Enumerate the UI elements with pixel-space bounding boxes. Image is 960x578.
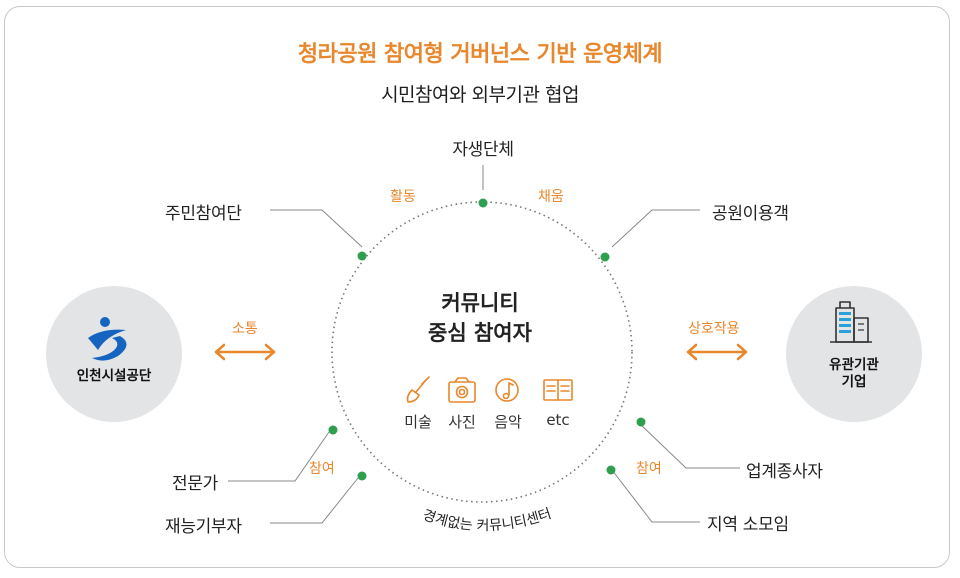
camera-icon xyxy=(448,377,476,403)
connector-top-left xyxy=(270,209,363,248)
connector-bottom-right-1 xyxy=(639,423,740,469)
community-circle xyxy=(331,201,633,503)
label-experts: 전문가 xyxy=(172,474,219,494)
node-bottom-right-2 xyxy=(606,465,616,475)
connector-bottom-right-2 xyxy=(611,469,700,523)
right-org-name-line2: 기업 xyxy=(841,374,867,390)
left-relation-label: 소통 xyxy=(232,321,258,337)
arc-label-activity: 활동 xyxy=(390,189,416,205)
diagram-title: 청라공원 참여형 거버넌스 기반 운영체계 xyxy=(297,42,663,67)
node-bottom-right-1 xyxy=(636,417,646,427)
art-label-photo: 사진 xyxy=(448,413,476,431)
node-bottom-left-1 xyxy=(328,425,338,435)
book-icon xyxy=(543,379,573,401)
arc-label-participate-right: 참여 xyxy=(636,461,662,477)
node-top-left xyxy=(357,251,367,261)
center-title-line2: 중심 참여자 xyxy=(428,321,532,345)
left-org-name: 인천시설공단 xyxy=(76,368,152,384)
right-relation-label: 상호작용 xyxy=(688,321,740,337)
paintbrush-icon xyxy=(406,376,430,403)
label-industry-workers: 업계종사자 xyxy=(746,462,823,482)
art-label-painting: 미술 xyxy=(404,413,432,431)
label-local-groups: 지역 소모임 xyxy=(707,515,789,535)
node-top xyxy=(478,198,488,208)
right-org-name-line1: 유관기관 xyxy=(829,357,879,373)
connector-bottom-left-2 xyxy=(270,477,359,524)
art-label-music: 음악 xyxy=(494,413,522,431)
center-title-line1: 커뮤니티 xyxy=(441,291,519,315)
arc-label-fill: 채움 xyxy=(538,189,564,205)
double-arrow-icon xyxy=(214,343,276,361)
label-talent-donors: 재능기부자 xyxy=(165,517,242,537)
diagram-subtitle: 시민참여와 외부기관 협업 xyxy=(381,84,579,106)
node-top-right xyxy=(600,252,610,262)
participant-nodes xyxy=(328,198,646,481)
label-self-groups: 자생단체 xyxy=(452,140,514,160)
art-label-etc: etc xyxy=(546,411,570,429)
connector-bottom-left-1 xyxy=(228,431,330,482)
frame-border xyxy=(4,6,950,568)
double-arrow-icon xyxy=(686,343,748,361)
connector-lines xyxy=(228,165,740,524)
label-resident-participants: 주민참여단 xyxy=(165,204,242,224)
music-note-icon xyxy=(495,378,519,402)
arc-label-participate-left: 참여 xyxy=(309,461,335,477)
node-bottom-left-2 xyxy=(357,471,367,481)
label-park-visitors: 공원이용객 xyxy=(712,204,789,224)
connector-top-right xyxy=(611,209,700,248)
